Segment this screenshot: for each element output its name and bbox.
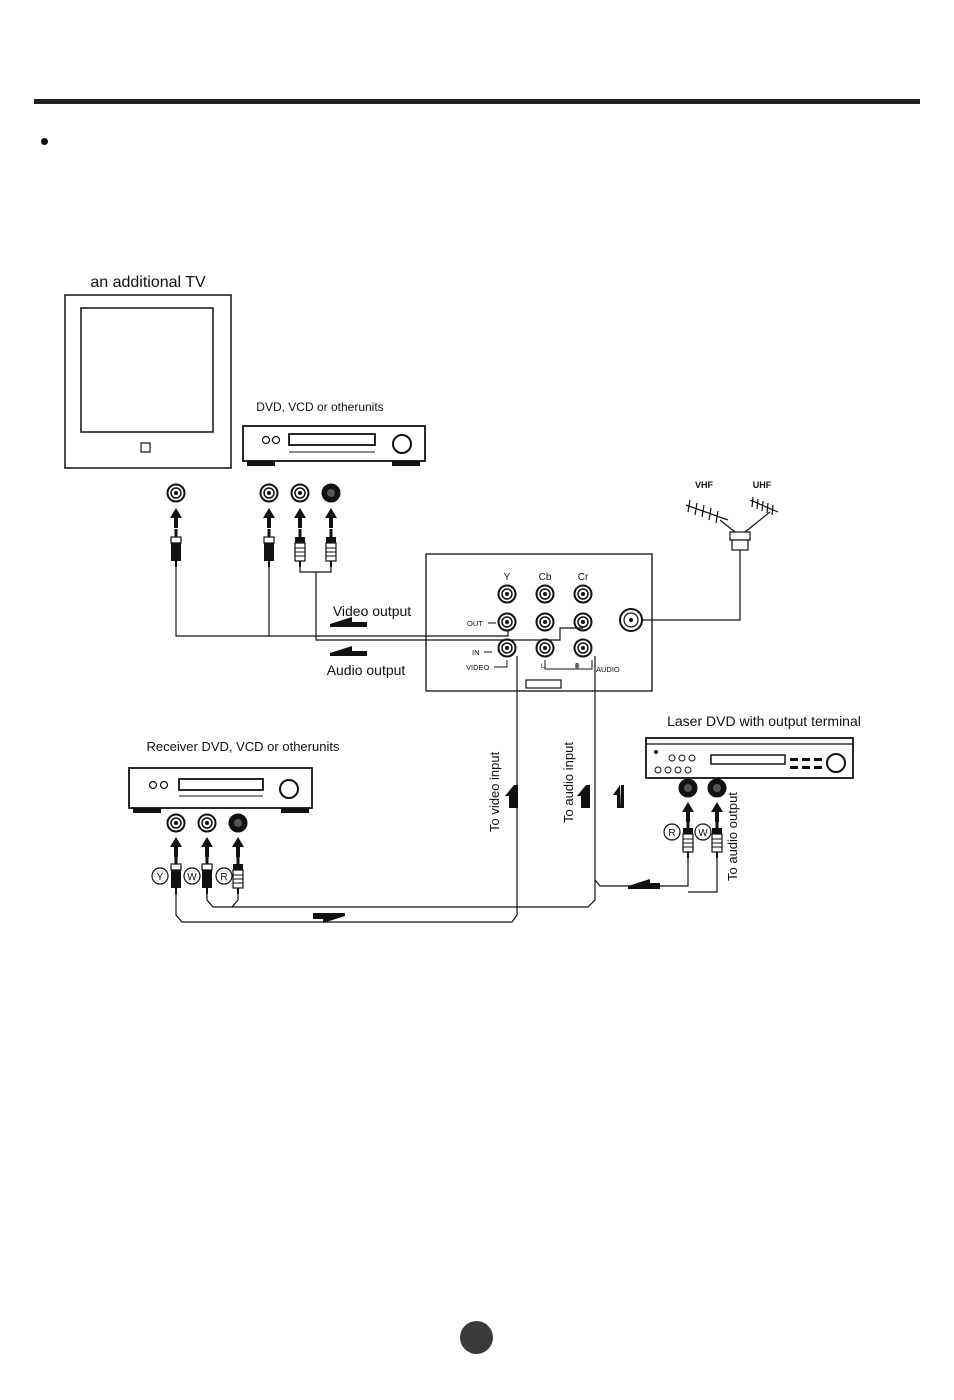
dvd-player-icon bbox=[243, 426, 425, 466]
laser-dvd-label: Laser DVD with output terminal bbox=[667, 713, 861, 729]
vhf-label: VHF bbox=[695, 480, 714, 490]
marker-r: R bbox=[220, 872, 227, 883]
to-audio-output-label: To audio output bbox=[725, 792, 740, 881]
to-audio-input-label: To audio input bbox=[561, 742, 576, 823]
panel-video-label: VIDEO bbox=[466, 663, 490, 672]
page-number-dot bbox=[460, 1321, 493, 1354]
to-video-input-label: To video input bbox=[487, 751, 502, 832]
tv-icon bbox=[65, 295, 231, 468]
receiver-connectors bbox=[168, 815, 247, 895]
marker-laser-r: R bbox=[668, 828, 675, 839]
antenna-icon bbox=[686, 497, 778, 550]
video-output-label: Video output bbox=[333, 603, 411, 619]
panel-audio-label: AUDIO bbox=[596, 665, 620, 674]
panel-y-label: Y bbox=[504, 572, 511, 583]
uhf-label: UHF bbox=[753, 480, 772, 490]
marker-y: Y bbox=[157, 872, 164, 883]
marker-laser-w: W bbox=[698, 828, 708, 839]
panel-out-label: OUT bbox=[467, 619, 483, 628]
dvd-top-label: DVD, VCD or otherunits bbox=[256, 400, 383, 414]
laser-dvd-icon bbox=[646, 738, 853, 778]
marker-w: W bbox=[187, 872, 197, 883]
panel-r-label: R bbox=[575, 663, 580, 670]
panel-cr-label: Cr bbox=[578, 572, 589, 583]
panel-in-label: IN bbox=[472, 648, 480, 657]
receiver-dvd-icon bbox=[129, 768, 312, 813]
panel-l-label: L bbox=[541, 663, 545, 670]
audio-output-label: Audio output bbox=[327, 662, 406, 678]
laser-dvd-connectors bbox=[680, 780, 726, 859]
panel-cb-label: Cb bbox=[539, 572, 552, 583]
top-connectors bbox=[168, 485, 340, 568]
receiver-label: Receiver DVD, VCD or otherunits bbox=[147, 739, 340, 754]
additional-tv-label: an additional TV bbox=[90, 274, 206, 291]
